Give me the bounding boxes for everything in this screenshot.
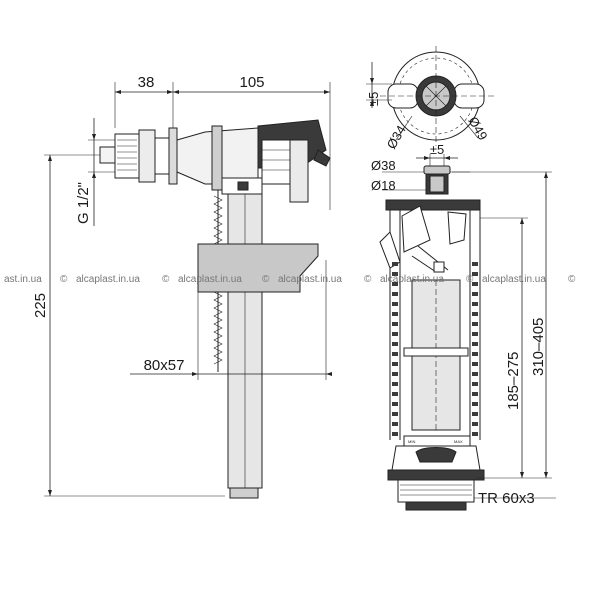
dim-float-lines	[130, 260, 332, 380]
rail-notch	[392, 362, 398, 366]
rail-notch	[392, 382, 398, 386]
watermark-strip: ast.in.ua © alcaplast.in.ua © alcaplast.…	[4, 274, 576, 285]
rail-notch	[392, 402, 398, 406]
rail-notch	[472, 412, 478, 416]
rail-notch	[392, 322, 398, 326]
flush-side-view: ±5 Ø38 Ø18	[371, 142, 556, 511]
rail-notch	[472, 392, 478, 396]
dim-float-label: 80x57	[144, 357, 185, 374]
rail-notch	[392, 262, 398, 266]
watermark-text-4: alcaplast.in.ua	[380, 274, 444, 285]
watermark-symbol-2: ©	[162, 274, 170, 285]
dim-d38-label: Ø38	[371, 158, 396, 173]
rail-notch	[392, 432, 398, 436]
rail-notch	[392, 272, 398, 276]
rail-notch	[472, 292, 478, 296]
flush-top-view	[366, 46, 494, 146]
dim-105-label: 105	[239, 74, 264, 91]
scale-max-label: MAX	[454, 439, 463, 444]
rail-notch	[472, 272, 478, 276]
dim-height-range-lines	[452, 171, 552, 479]
watermark-symbol-6: ©	[568, 274, 576, 285]
rail-notch	[472, 362, 478, 366]
rail-notch	[472, 322, 478, 326]
valve-body-tube	[227, 193, 263, 499]
rail-notch	[392, 352, 398, 356]
dim-d18-label: Ø18	[371, 178, 396, 193]
rail-notch	[392, 282, 398, 286]
rail-notch	[472, 262, 478, 266]
rail-notch	[392, 312, 398, 316]
rail-notches	[392, 262, 478, 436]
rail-notch	[472, 282, 478, 286]
rail-notch	[392, 292, 398, 296]
watermark-text-3: alcaplast.in.ua	[278, 274, 342, 285]
dim-thread-label: G 1/2"	[75, 182, 92, 224]
rail-notch	[472, 302, 478, 306]
rail-notch	[392, 422, 398, 426]
dim-top-lines	[114, 82, 331, 210]
push-button	[423, 165, 451, 195]
rail-notch	[392, 302, 398, 306]
watermark-symbol-4: ©	[364, 274, 372, 285]
dim-height-label: 225	[32, 293, 49, 318]
upper-frame	[379, 199, 481, 440]
rail-notch	[472, 312, 478, 316]
dim-38-label: 38	[138, 74, 155, 91]
watermark-text-5: alcaplast.in.ua	[482, 274, 546, 285]
watermark-text-2: alcaplast.in.ua	[178, 274, 242, 285]
rail-notch	[472, 332, 478, 336]
scale-min-label: MIN	[408, 439, 415, 444]
rail-notch	[472, 342, 478, 346]
fill-valve: 38 105 G 1/2" 225	[32, 74, 332, 499]
watermark-symbol-3: ©	[262, 274, 270, 285]
dim-offset-btn-label: ±5	[430, 142, 444, 157]
valve-head	[176, 119, 331, 203]
rail-notch	[472, 432, 478, 436]
rail-notch	[392, 412, 398, 416]
central-tube	[403, 279, 469, 431]
watermark-fragment-left: ast.in.ua	[4, 274, 42, 285]
rail-notch	[472, 402, 478, 406]
rail-notch	[392, 332, 398, 336]
dim-offset-top-label: ±5	[366, 92, 381, 106]
rail-notch	[472, 372, 478, 376]
rail-notch	[392, 392, 398, 396]
rail-notch	[472, 422, 478, 426]
base-assembly	[387, 445, 485, 511]
dim-thread-tr-label: TR 60x3	[478, 490, 535, 507]
inlet-connector	[99, 127, 178, 185]
rail-notch	[392, 342, 398, 346]
watermark-symbol-1: ©	[60, 274, 68, 285]
dim-height-range-a-label: 185–275	[505, 352, 522, 410]
rail-notch	[472, 352, 478, 356]
rail-notch	[472, 382, 478, 386]
dim-d49-label: Ø49	[465, 114, 490, 143]
scale-plate: MIN MAX	[403, 435, 471, 447]
watermark-symbol-5: ©	[466, 274, 474, 285]
rail-notch	[392, 372, 398, 376]
dim-height-range-b-label: 310–405	[530, 318, 547, 376]
watermark-text-1: alcaplast.in.ua	[76, 274, 140, 285]
